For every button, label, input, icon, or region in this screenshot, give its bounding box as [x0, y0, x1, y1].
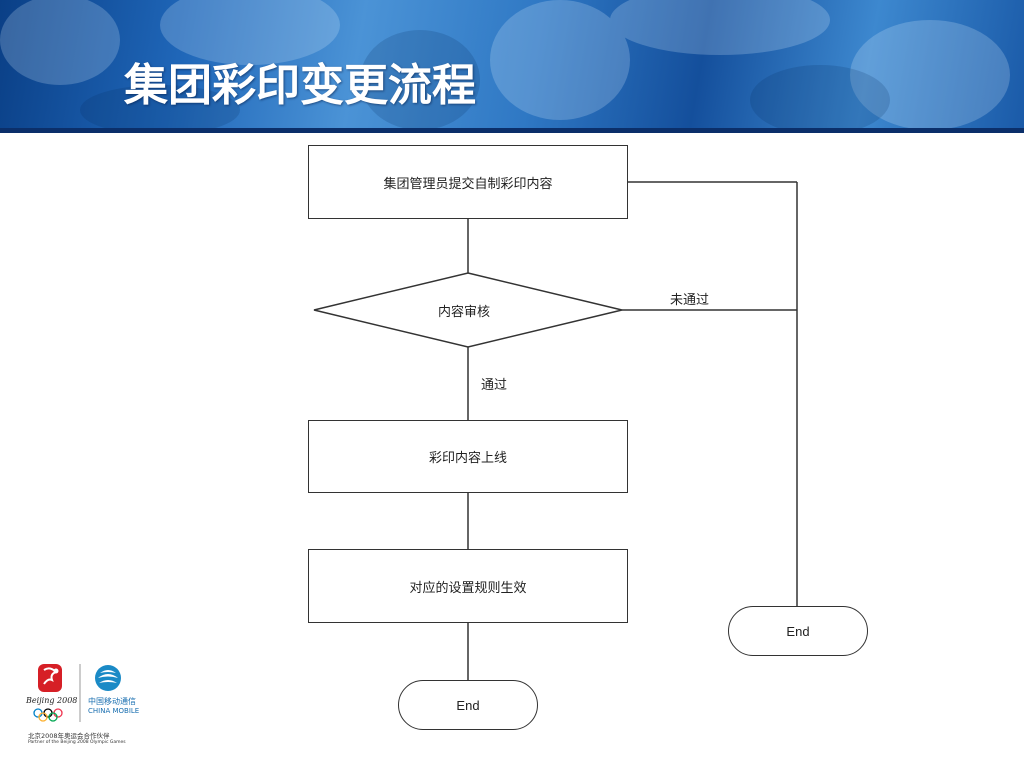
step-rules-effective-label: 对应的设置规则生效: [409, 580, 527, 596]
partner-en-text: Partner of the Beijing 2008 Olympic Game…: [28, 740, 126, 745]
end-main-label: End: [456, 697, 480, 713]
pass-label: 通过: [481, 378, 508, 393]
china-mobile-logo-icon: [95, 665, 121, 691]
step-submit-content: 集团管理员提交自制彩印内容: [308, 145, 628, 219]
step-content-online-label: 彩印内容上线: [428, 451, 507, 466]
olympic-rings-icon: [33, 708, 63, 722]
decision-label: 内容审核: [438, 305, 491, 320]
step-rules-effective: 对应的设置规则生效: [308, 549, 628, 623]
beijing-2008-emblem: [38, 664, 62, 692]
header-banner: 集团彩印变更流程: [0, 0, 1024, 133]
china-mobile-en-text: CHINA MOBILE: [88, 707, 140, 715]
banner-decoration: [0, 0, 1010, 133]
end-terminal-main: End: [398, 680, 538, 730]
reject-label: 未通过: [670, 293, 710, 308]
sponsor-logos: Beijing 2008 中国移动通信 CHINA MOBILE 北京2008年…: [26, 660, 166, 752]
china-mobile-cn-text: 中国移动通信: [88, 697, 136, 706]
beijing-2008-text: Beijing 2008: [26, 696, 78, 705]
end-reject-label: End: [786, 623, 810, 639]
logo-graphics: [33, 664, 121, 722]
slide-title: 集团彩印变更流程: [124, 60, 476, 111]
end-terminal-reject: End: [728, 606, 868, 656]
step-submit-content-label: 集团管理员提交自制彩印内容: [383, 176, 553, 192]
banner-divider: [0, 128, 1024, 133]
step-content-online: 彩印内容上线: [308, 420, 628, 493]
partner-cn-text: 北京2008年奥运会合作伙伴: [28, 732, 110, 740]
